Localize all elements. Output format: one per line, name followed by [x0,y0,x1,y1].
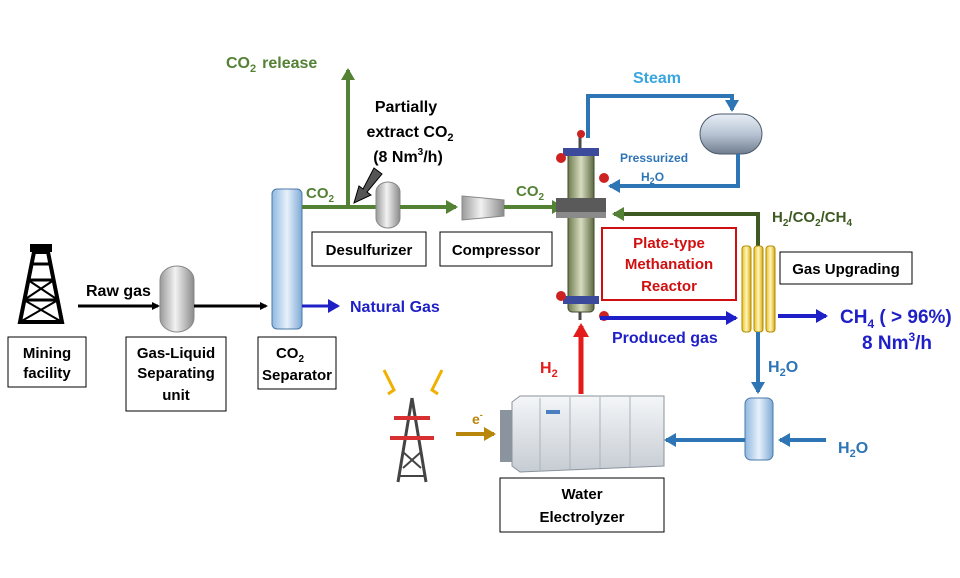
pressurized-label-line2: H2O [641,170,664,186]
produced-gas-label: Produced gas [612,330,718,347]
reactor-label-box: Plate-type Methanation Reactor [601,227,737,301]
gas-upgrading-membranes [741,245,776,333]
pressurized-water-line [608,154,740,193]
partial-extract-line3: (8 Nm3/h) [373,147,443,166]
gls-label-line2: Separating [137,365,215,382]
co2-separator-column [271,188,303,330]
co2-left-label: CO2 [306,185,335,205]
methanation-reactor-column [556,130,609,321]
natural-gas-label: Natural Gas [350,299,440,316]
mining-derrick-icon [17,244,65,324]
ch4-purity-label: CH4 ( > 96%) [840,307,952,331]
steam-label: Steam [633,70,681,87]
desulfurizer-vessel [375,181,401,229]
h2-label: H2 [540,360,558,380]
recycle-gas-line [612,207,760,246]
steam-drum-tank [699,113,763,155]
mining-facility-box: Mining facility [7,336,87,388]
water-electrolyzer-container [500,395,665,473]
mining-label-line2: facility [23,365,71,382]
pressurized-label-line1: Pressurized [620,151,688,165]
compressor-box: Compressor [439,231,553,267]
co2sep-label-line1: CO2 [276,345,305,365]
steam-line [586,94,739,138]
h2o-mid-label: H2O [768,359,798,379]
reactor-label-line1: Plate-type [633,235,705,252]
co2-right-label: CO2 [516,183,545,203]
mining-label-line1: Mining [23,345,71,362]
raw-gas-label: Raw gas [86,283,151,300]
ch4-rate-label: 8 Nm3/h [862,330,932,354]
gas-liquid-separating-unit-box: Gas-Liquid Separating unit [125,336,227,412]
water-tank [744,397,774,461]
gas-upgrading-box: Gas Upgrading [779,251,913,285]
electron-label: e- [472,410,483,427]
co2-separator-box: CO2 Separator [257,336,337,390]
power-pylon-icon [382,369,444,483]
gas-liquid-separator-vessel [159,265,195,333]
compressor-label: Compressor [452,242,541,259]
gas-upgrading-label: Gas Upgrading [792,261,900,278]
partial-extract-pointer [353,167,383,204]
h2o-right-label: H2O [838,440,868,460]
electrolyzer-label-line1: Water [561,486,602,503]
desulfurizer-box: Desulfurizer [311,231,427,267]
co2sep-label-line2: Separator [262,367,332,384]
water-electrolyzer-box: Water Electrolyzer [499,477,665,533]
electrolyzer-label-line2: Electrolyzer [539,509,624,526]
compressor-shape [461,195,505,221]
partial-extract-line2: extract CO2 [366,124,453,144]
reactor-label-line2: Methanation [625,256,713,273]
desulfurizer-label: Desulfurizer [326,242,413,259]
recycle-gas-label: H2/CO2/CH4 [772,209,852,229]
gls-label-line3: unit [162,387,190,404]
partial-extract-line1: Partially [375,99,437,116]
reactor-label-line3: Reactor [641,278,697,295]
gls-label-line1: Gas-Liquid [137,345,215,362]
